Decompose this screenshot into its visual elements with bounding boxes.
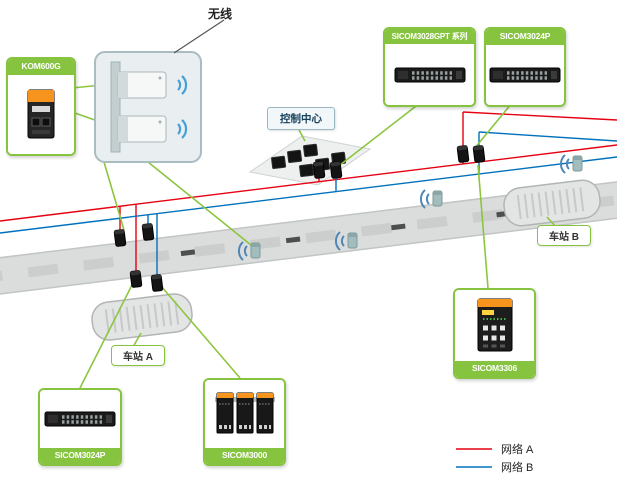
wifi-antenna-icon <box>559 154 583 174</box>
legend-item-network-a: 网络 A <box>454 440 533 458</box>
callout-kom600g: KOM600G <box>6 57 76 156</box>
rack-switch-image <box>489 67 561 83</box>
wireless-label-pointer <box>173 19 225 54</box>
legend-network-a-label: 网络 A <box>501 444 534 456</box>
kom600g-label: KOM600G <box>8 59 74 75</box>
control-center-label: 控制中心 <box>267 107 335 130</box>
connector-line <box>103 161 125 231</box>
trackside-radio-icon <box>472 145 486 163</box>
sicom3306-label: SICOM3306 <box>455 361 534 377</box>
wifi-antennas <box>237 154 583 261</box>
callout-connector-lines <box>71 83 557 389</box>
callout-sicom3024p-bottom: SICOM3024P <box>38 388 122 466</box>
callout-sicom3028gpt: SICOM3028GPT 系列 <box>383 27 476 107</box>
wifi-antenna-icon <box>419 189 443 209</box>
sicom3024p-top-label: SICOM3024P <box>486 29 564 45</box>
connector-line <box>160 285 241 379</box>
wifi-antenna-icon <box>334 231 358 251</box>
legend-item-network-b: 网络 B <box>454 458 533 476</box>
callout-sicom3024p-top: SICOM3024P <box>484 27 566 107</box>
wifi-antenna-icon <box>237 241 261 261</box>
access-point-icon <box>117 115 188 143</box>
kom600g-device-image <box>27 89 55 139</box>
mounting-rail <box>110 61 121 153</box>
network-a-swatch <box>456 448 492 450</box>
connector-line <box>79 280 135 389</box>
network-b-line <box>0 131 617 285</box>
connector-line <box>132 332 142 348</box>
sicom3306-device-image <box>477 298 512 352</box>
connector-line <box>147 161 252 246</box>
rack-switch-image <box>394 67 465 83</box>
callout-sicom3000: SICOM3000 <box>203 378 286 466</box>
trackside-radio-icon <box>113 229 127 247</box>
trackside-radio-icon <box>312 161 326 179</box>
wireless-ap-enclosure <box>94 51 202 163</box>
connector-line <box>473 102 513 150</box>
network-b-swatch <box>456 466 492 468</box>
rack-switch-image <box>44 411 116 427</box>
station-a-platform <box>91 293 193 341</box>
trackside-radio-icon <box>129 270 143 288</box>
connector-line <box>298 129 306 142</box>
trackside-devices <box>113 145 486 292</box>
trackside-radio-icon <box>329 161 343 179</box>
legend-network-b-label: 网络 B <box>501 462 534 474</box>
station-b-label: 车站 B <box>537 225 591 246</box>
sicom3000-devices-image <box>214 392 275 434</box>
connector-line <box>477 164 489 289</box>
connector-line <box>339 102 421 166</box>
station-b-platform <box>503 179 601 227</box>
callout-sicom3306: SICOM3306 <box>453 288 536 379</box>
sicom3024p-bottom-label: SICOM3024P <box>40 448 120 464</box>
sicom3000-label: SICOM3000 <box>205 448 284 464</box>
station-a-label: 车站 A <box>111 345 165 366</box>
access-point-icon <box>117 71 188 99</box>
sicom3028gpt-label: SICOM3028GPT 系列 <box>385 29 474 45</box>
legend: 网络 A 网络 B <box>454 440 533 476</box>
trackside-radio-icon <box>456 145 470 163</box>
trackside-radio-icon <box>141 223 155 241</box>
wireless-label: 无线 <box>207 7 232 21</box>
trackside-radio-icon <box>150 274 164 292</box>
